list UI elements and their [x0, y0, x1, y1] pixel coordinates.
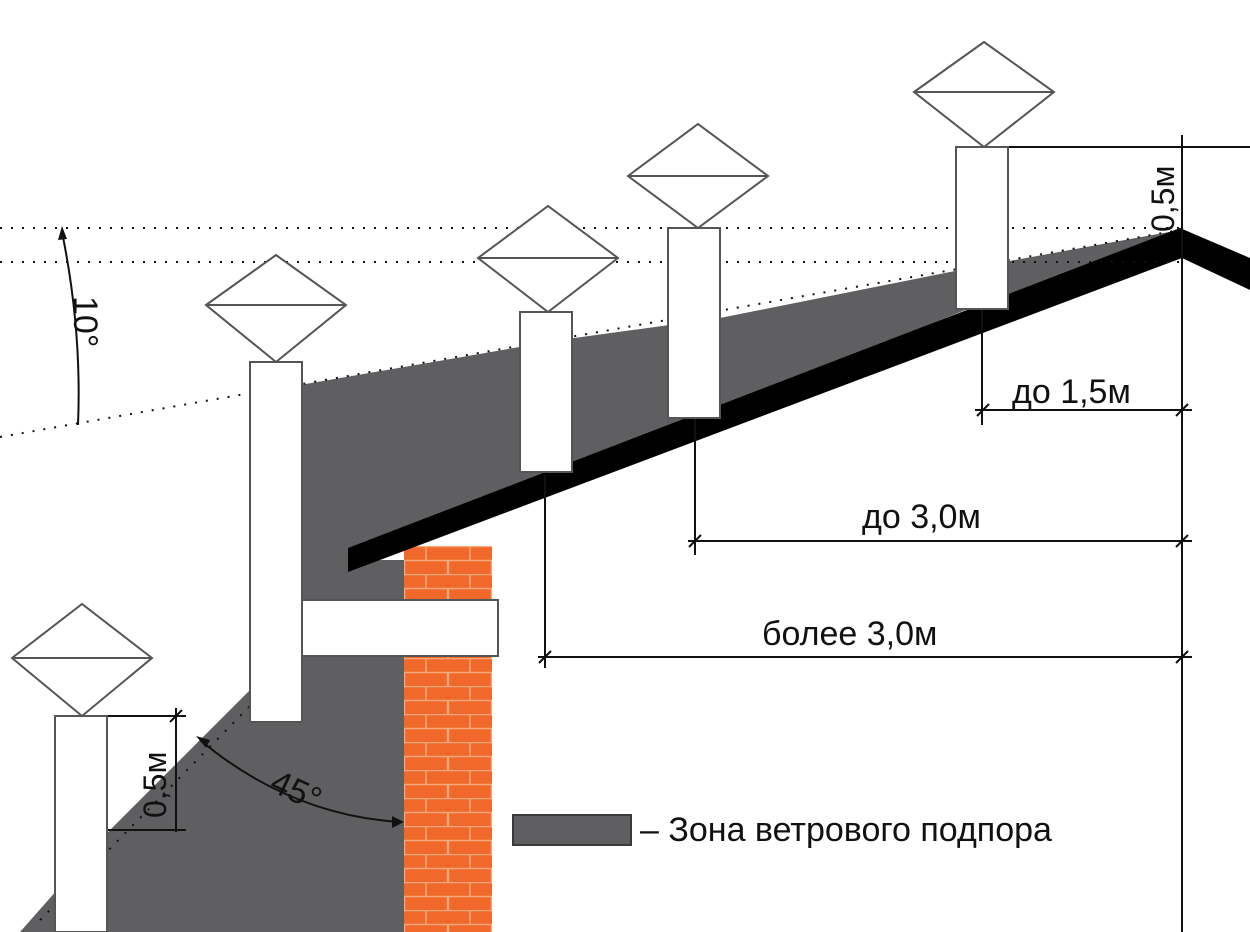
dimension-lines	[108, 135, 1250, 932]
dist-2-label: до 3,0м	[862, 498, 981, 536]
roof-slab	[348, 228, 1250, 572]
chimney-5	[912, 40, 1056, 310]
legend-text: – Зона ветрового подпора	[640, 810, 1052, 849]
dist-3-label: более 3,0м	[762, 615, 937, 653]
height-top-label: 0,5м	[1145, 166, 1181, 232]
legend: – Зона ветрового подпора	[512, 808, 1052, 852]
chimney-2	[204, 253, 348, 723]
dist-1-label: до 1,5м	[1012, 373, 1131, 411]
angle-arcs	[61, 231, 401, 823]
arc-arrow-45-left	[196, 736, 210, 748]
arc-arrow-45-right	[392, 816, 404, 828]
floor-slab	[297, 599, 499, 657]
arc-arrow-10-top	[58, 226, 67, 240]
dimension-ticks	[169, 403, 1189, 723]
legend-swatch	[512, 814, 632, 846]
height-bottom-label: 0,5м	[137, 752, 173, 818]
chimney-4	[626, 122, 770, 419]
wind-zone-roof	[300, 230, 1182, 560]
angle-10-label: 10°	[66, 296, 104, 347]
chimney-1	[10, 602, 154, 932]
chimney-3	[476, 204, 620, 473]
